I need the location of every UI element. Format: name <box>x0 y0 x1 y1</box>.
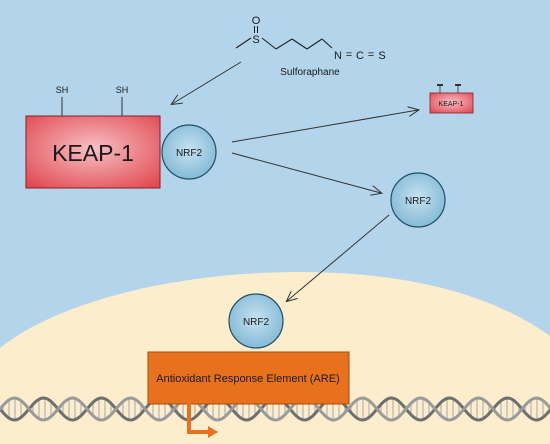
double-bond-1: = <box>346 49 352 61</box>
sulforaphane-molecule <box>235 37 333 50</box>
transcription-arrow-icon <box>187 400 210 434</box>
sulfoxide-bond <box>254 26 258 33</box>
nrf2-bound: NRF2 <box>161 124 217 180</box>
pathway-arrows <box>172 61 418 301</box>
keap1-small: KEAP-1 <box>429 84 474 114</box>
atom-c: C <box>356 50 364 62</box>
sh-right-label: SH <box>116 85 129 95</box>
nrf2-free-label: NRF2 <box>405 196 432 207</box>
arrow-to-nrf2-free <box>231 152 381 193</box>
double-bond-2: = <box>368 49 374 61</box>
keap1-small-label: KEAP-1 <box>439 101 464 108</box>
nrf2-free: NRF2 <box>390 172 446 228</box>
arrow-sulforaphane-to-keap1 <box>172 61 242 104</box>
arrow-to-nucleus <box>287 214 390 301</box>
atom-n: N <box>334 50 342 62</box>
nrf2-nuclear: NRF2 <box>228 293 284 349</box>
keap1-large: SH SH KEAP-1 <box>25 85 161 189</box>
atom-o: O <box>252 15 261 27</box>
sulforaphane-atoms: O S N = C = S <box>252 15 386 62</box>
are-label: Antioxidant Response Element (ARE) <box>156 373 339 385</box>
atom-s: S <box>252 34 259 46</box>
nrf2-bound-label: NRF2 <box>176 148 203 159</box>
atom-s2: S <box>378 50 385 62</box>
sulforaphane-label: Sulforaphane <box>280 67 340 78</box>
keap1-large-label: KEAP-1 <box>52 140 134 166</box>
dna-strand <box>0 396 550 422</box>
arrow-to-keap1-released <box>231 110 418 143</box>
nrf2-nuclear-label: NRF2 <box>243 317 270 328</box>
are-box: Antioxidant Response Element (ARE) <box>147 351 350 405</box>
sh-left-label: SH <box>56 85 69 95</box>
